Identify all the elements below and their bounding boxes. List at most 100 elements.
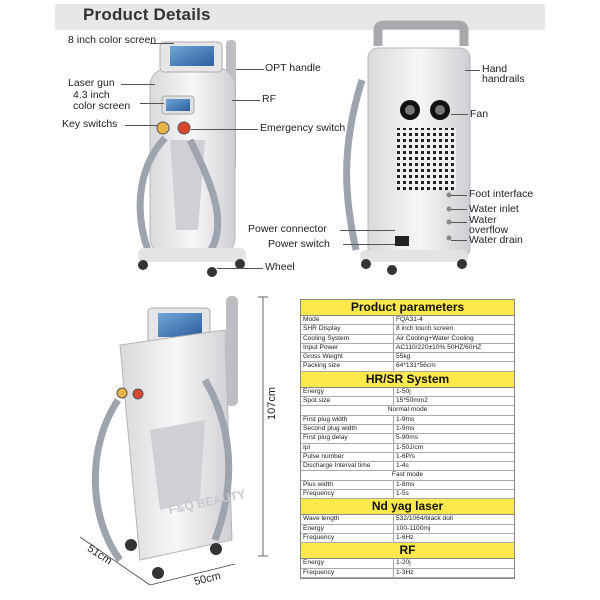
param-name: Wave length (301, 515, 394, 524)
callout-4-3inch-line1: 4.3 inch (73, 89, 110, 101)
param-value: 1-50J/cm (396, 443, 424, 451)
param-value: 64*131*56cm (396, 362, 436, 370)
leader-line (217, 268, 263, 269)
param-name: Second plug width (301, 424, 394, 434)
param-name: First plug width (301, 415, 394, 424)
front-machine (136, 40, 246, 277)
param-name: Frequency (301, 533, 394, 543)
leader-line (451, 195, 467, 196)
dimension-height: 107cm (266, 386, 278, 420)
param-value: 1-9ms (396, 424, 415, 432)
leader-line (125, 125, 157, 126)
param-name: Energy (301, 559, 394, 568)
param-name: Frequency (301, 490, 394, 499)
subsection-fast-mode: Fast mode (301, 471, 514, 481)
param-value: FQA31-4 (396, 316, 423, 323)
callout-wheel: Wheel (265, 261, 295, 273)
param-name: Discharge Interval time (301, 462, 394, 471)
section-rf: RF (301, 543, 514, 560)
param-name: Gross Weight (301, 353, 394, 362)
param-value: 5-90ms (396, 434, 418, 442)
param-name: Mode (301, 316, 394, 325)
dimension-lines (79, 296, 268, 586)
callout-8inch-screen: 8 inch color screen (68, 34, 157, 46)
leader-line (451, 114, 468, 115)
callout-water-inlet: Water inlet (469, 203, 519, 215)
leader-line (121, 84, 155, 85)
param-name: Plus width (301, 480, 394, 490)
callout-emergency-switch: Emergency switch (260, 122, 346, 134)
callout-fan: Fan (470, 108, 489, 120)
param-name: Energy (301, 387, 394, 397)
param-value: 1-6Hz (396, 533, 414, 541)
leader-line (191, 129, 258, 130)
param-name: Ipl (301, 443, 394, 452)
param-name: Energy (301, 524, 394, 533)
subsection-normal-mode: Normal mode (301, 406, 514, 416)
callout-opt-handle: OPT handle (265, 62, 321, 74)
param-value: 1-8ms (396, 480, 415, 488)
param-value: 1-20j (396, 559, 411, 567)
callout-laser-gun: Laser gun (68, 77, 115, 89)
param-value: 1-9ms (396, 415, 415, 423)
param-name: Frequency (301, 568, 394, 577)
param-value: AC110/220±10% 50HZ/60HZ (396, 343, 482, 351)
callout-power-connector: Power connector (248, 223, 327, 235)
leader-line (340, 230, 395, 231)
param-name: First plug delay (301, 434, 394, 443)
param-value: Air Cooling+Water Cooling (396, 334, 474, 342)
leader-line (451, 240, 467, 241)
param-value: 532/1064/black doll (396, 515, 453, 523)
leader-line (451, 222, 467, 223)
section-product-parameters: Product parameters (301, 300, 514, 316)
param-value: 1-4s (396, 462, 409, 470)
callout-key-switchs: Key switchs (62, 118, 118, 130)
param-value: 55kg (396, 353, 411, 361)
leader-line (465, 70, 480, 71)
param-value: 1-3Hz (396, 568, 414, 576)
callout-water-overflow-line1: Water (469, 214, 497, 226)
section-hr-sr-system: HR/SR System (301, 371, 514, 388)
param-name: Input Power (301, 343, 394, 353)
callout-4-3inch-line2: color screen (73, 100, 131, 112)
section-nd-yag-laser: Nd yag laser (301, 499, 514, 516)
callout-hand-line1: Hand (482, 63, 508, 75)
param-value: 8 inch touch screen (396, 325, 454, 333)
param-name: Spot size (301, 397, 394, 406)
param-value: 1-50j (396, 387, 411, 395)
param-value: 100-1100mj (396, 524, 431, 532)
leader-line (150, 43, 174, 44)
leader-line (232, 100, 260, 101)
leader-line (236, 69, 264, 70)
param-value: 15*50mm2 (396, 397, 428, 405)
leader-line (140, 103, 164, 104)
angled-machine (91, 296, 238, 579)
page-title: Product Details (83, 5, 211, 24)
param-name: SHR Display (301, 325, 394, 334)
callout-water-overflow-line2: overflow (469, 224, 509, 236)
param-value: 1-5s (396, 490, 409, 498)
leader-line (451, 209, 467, 210)
param-name: Packing size (301, 362, 394, 371)
